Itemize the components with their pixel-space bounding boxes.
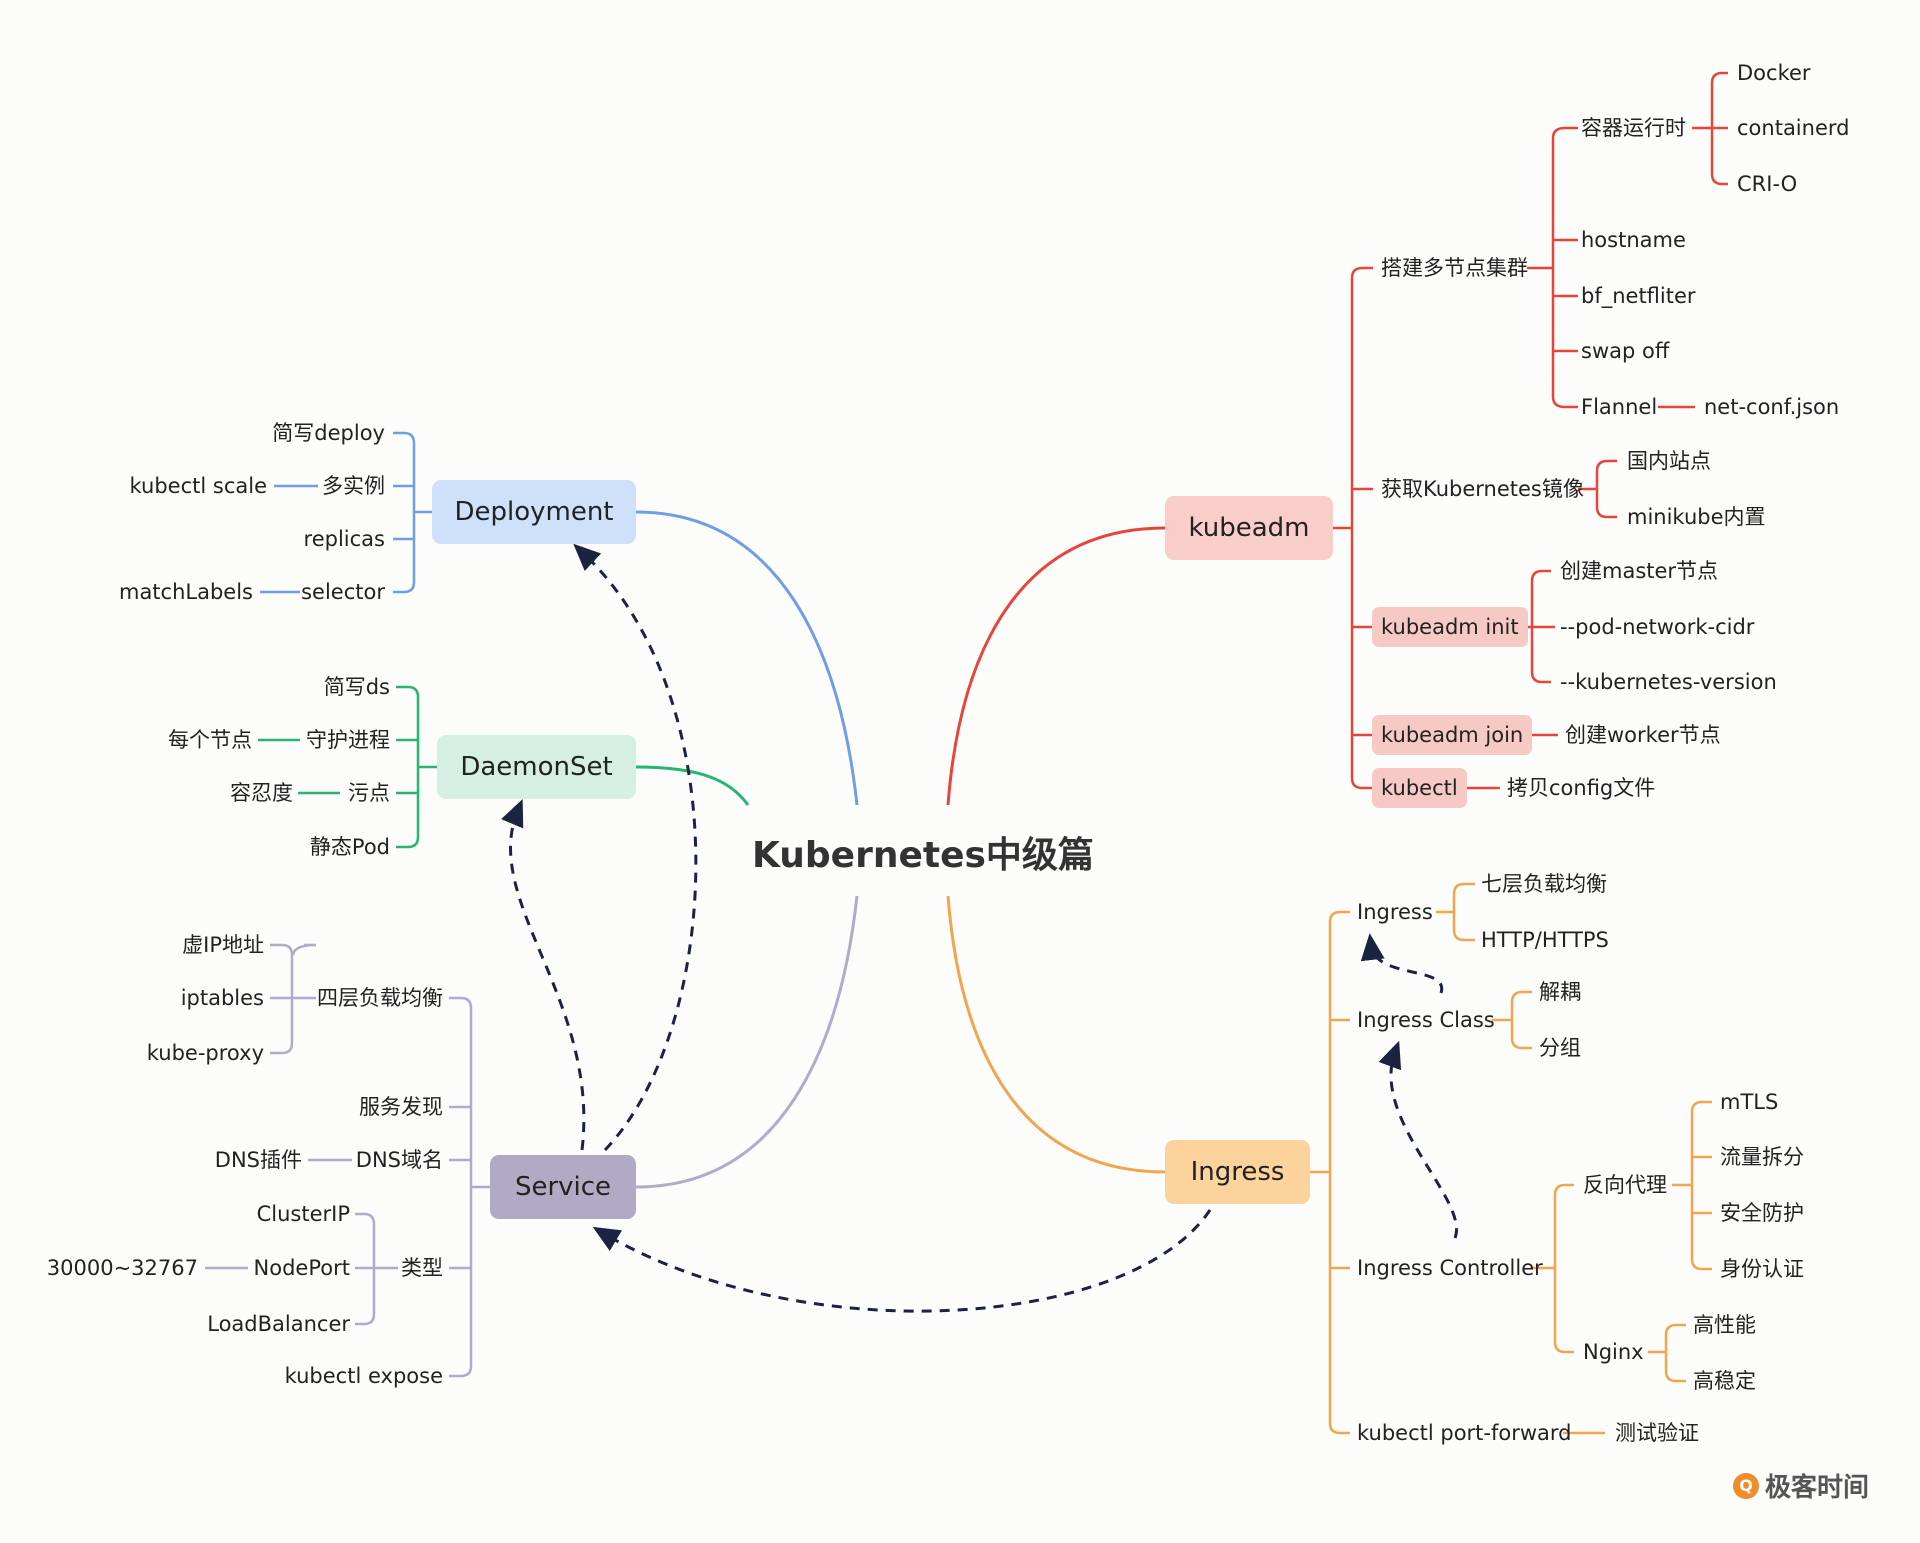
deployment-item: selector [301,580,385,604]
branch-ingress [946,895,1166,1174]
ingress-proxy: 反向代理 [1583,1173,1667,1197]
kubeadm-runtime-item: CRI-O [1737,172,1798,196]
kubeadm-cluster-item: swap off [1581,339,1670,363]
kubeadm-cluster-item: bf_netfliter [1581,284,1696,308]
arrow-controller-to-class [1378,1040,1459,1239]
kubeadm-init: kubeadm init [1372,607,1528,647]
ingress-label: Ingress [1190,1157,1285,1187]
arrow-ingress-to-service [592,1209,1212,1313]
ingress-ing: Ingress [1357,900,1433,924]
ingress-proxy-item: 安全防护 [1720,1201,1804,1225]
service-nodeport-range: 30000~32767 [46,1256,198,1280]
brand-logo: Q 极客时间 [1733,1467,1869,1504]
service-type-item: ClusterIP [256,1202,350,1226]
deployment-subitem: kubectl scale [129,474,267,498]
kubeadm-join: kubeadm join [1372,715,1533,755]
kubeadm-init-item: --pod-network-cidr [1560,615,1755,639]
kubeadm-runtime-item: Docker [1737,61,1811,85]
kubeadm-images: 获取Kubernetes镜像 [1381,477,1584,501]
branch-deployment [635,510,859,806]
ingress-proxy-item: 身份认证 [1720,1257,1804,1281]
arrow-service-to-deployment [573,543,698,1152]
ingress-ing-item: 七层负载均衡 [1481,872,1607,896]
center-topic: Kubernetes中级篇 [752,835,1094,876]
brand-name: 极客时间 [1765,1473,1870,1503]
deployment-item: replicas [303,527,385,551]
daemonset-item: 守护进程 [306,728,390,752]
ingress-nginx-item: 高稳定 [1693,1369,1756,1393]
daemonset-item: 静态Pod [309,835,390,859]
service-node[interactable]: Service [490,1155,636,1219]
deployment-label: Deployment [454,497,614,527]
daemonset-item: 简写ds [323,675,390,699]
service-item: 服务发现 [359,1095,443,1119]
daemonset-subitem: 每个节点 [168,728,252,752]
kubeadm-cluster-item: hostname [1581,228,1686,252]
ingress-pf-item: 测试验证 [1615,1421,1699,1445]
service-lb-item: kube-proxy [146,1041,264,1065]
service-label: Service [514,1172,612,1202]
kubeadm-join-item: 创建worker节点 [1565,723,1721,747]
ingress-proxy-item: 流量拆分 [1720,1145,1804,1169]
ingress-nginx-item: 高性能 [1693,1313,1756,1337]
kubeadm-kubectl-item: 拷贝config文件 [1507,776,1656,800]
branch-service [635,895,859,1189]
ingress-nginx: Nginx [1583,1340,1644,1364]
kubeadm-cluster: 搭建多节点集群 [1381,256,1528,280]
service-type-item: NodePort [253,1256,350,1280]
ingress-node[interactable]: Ingress [1165,1140,1310,1204]
service-item: kubectl expose [284,1364,443,1388]
kubeadm-image-item: minikube内置 [1627,505,1766,529]
branch-daemonset [635,765,750,806]
kubeadm-init-item: 创建master节点 [1560,559,1719,583]
ingress-port-forward: kubectl port-forward [1357,1421,1572,1445]
service-type-item: LoadBalancer [207,1312,350,1336]
kubeadm-cluster-item: Flannel [1581,395,1658,419]
deployment-subitem: matchLabels [118,580,253,604]
ingress-class: Ingress Class [1357,1008,1495,1032]
ingress-controller: Ingress Controller [1357,1256,1543,1280]
kubeadm-runtime: 容器运行时 [1581,116,1686,140]
kubeadm-image-item: 国内站点 [1627,449,1711,473]
service-lb-item: iptables [180,986,264,1010]
ingress-ing-item: HTTP/HTTPS [1481,928,1609,952]
kubeadm-init-item: --kubernetes-version [1560,670,1777,694]
ingress-proxy-item: mTLS [1720,1090,1779,1114]
arrow-class-to-ingress [1360,933,1444,994]
kubeadm-node[interactable]: kubeadm [1165,496,1333,560]
deployment-node[interactable]: Deployment [432,480,636,544]
kubeadm-runtime-item: containerd [1737,116,1850,140]
branch-kubeadm [946,526,1166,806]
kubeadm-label: kubeadm [1188,513,1310,543]
kubeadm-flannel-conf: net-conf.json [1704,395,1840,419]
ingress-class-item: 分组 [1539,1036,1581,1060]
arrow-service-to-daemonset [501,798,586,1151]
daemonset-subitem: 容忍度 [230,781,293,805]
ingress-class-item: 解耦 [1539,980,1581,1004]
daemonset-label: DaemonSet [460,752,613,782]
service-lb-item: 虚IP地址 [182,933,264,957]
service-item: 类型 [401,1256,443,1280]
service-dns-plugin: DNS插件 [214,1148,302,1172]
brand-logo-icon: Q [1733,1472,1759,1499]
deployment-item: 多实例 [322,474,385,498]
daemonset-item: 污点 [348,781,390,805]
daemonset-node[interactable]: DaemonSet [437,735,636,799]
deployment-item: 简写deploy [272,421,385,445]
kubeadm-kubectl: kubectl [1372,768,1467,808]
service-item: 四层负载均衡 [317,986,443,1010]
service-item: DNS域名 [355,1148,443,1172]
